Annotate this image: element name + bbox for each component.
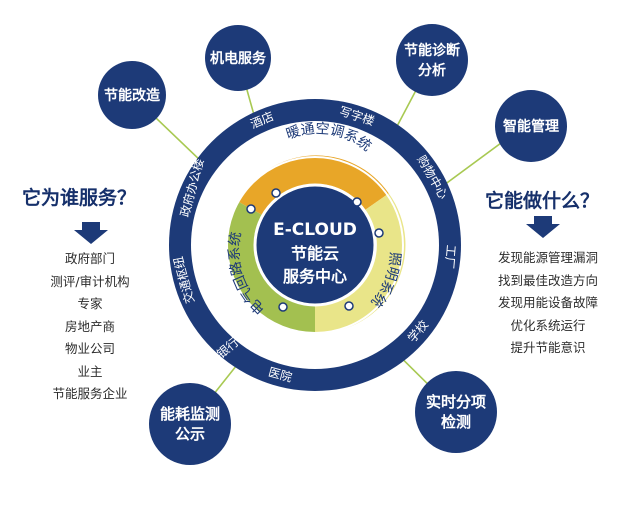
outer-label-4: 医院 — [267, 365, 294, 385]
left-panel-item: 专家 — [77, 296, 103, 311]
outer-label-2: 工厂 — [442, 244, 458, 269]
left-down-arrow — [74, 222, 108, 244]
right-panel-list: 发现能源管理漏洞找到最佳改造方向发现用能设备故障优化系统运行提升节能意识 — [478, 247, 618, 360]
svg-text:实时分项检测: 实时分项检测 — [426, 393, 486, 431]
segment-power — [227, 201, 315, 333]
left-panel-list: 政府部门测评/审计机构专家房地产商物业公司业主节能服务企业 — [20, 248, 160, 406]
satellite-monitoring: 能耗监测公示 — [149, 383, 231, 465]
connector-dots — [246, 188, 384, 312]
dot-diagnosis — [352, 197, 362, 207]
left-panel-item: 测评/审计机构 — [50, 273, 130, 289]
satellite-retrofit: 节能改造 — [98, 61, 166, 129]
left-panel-item: 政府部门 — [64, 251, 115, 266]
svg-text:智能管理: 智能管理 — [502, 118, 559, 135]
inner-ring-border — [226, 156, 404, 334]
svg-text:机电服务: 机电服务 — [210, 50, 267, 67]
left-panel-item: 物业公司 — [64, 341, 115, 356]
svg-text:节能诊断分析: 节能诊断分析 — [404, 42, 460, 79]
center-title: E-CLOUD — [273, 220, 357, 240]
center-circle — [253, 183, 377, 307]
right-panel-item: 优化系统运行 — [510, 317, 586, 333]
right-down-arrow — [526, 216, 560, 238]
dot-monitoring — [278, 302, 288, 312]
dot-smart — [374, 228, 384, 238]
left-panel-item: 节能服务企业 — [52, 386, 128, 401]
svg-text:能耗监测公示: 能耗监测公示 — [160, 405, 220, 443]
right-panel-item: 发现能源管理漏洞 — [497, 250, 598, 265]
left-panel-title: 它为谁服务？ — [22, 187, 137, 209]
right-panel-title: 它能做什么？ — [485, 190, 600, 212]
left-panel-item: 业主 — [77, 363, 103, 379]
dot-retrofit — [246, 204, 256, 214]
right-panel-item: 找到最佳改造方向 — [497, 272, 598, 288]
right-panel-item: 发现用能设备故障 — [497, 295, 598, 310]
satellite-realtime: 实时分项检测 — [415, 371, 497, 453]
segment-lighting — [315, 193, 406, 334]
dot-realtime — [344, 301, 354, 311]
center-subtitle-1: 节能云 — [291, 244, 339, 263]
dot-mechanical — [271, 188, 281, 198]
svg-text:节能改造: 节能改造 — [104, 87, 160, 104]
segment-hvac — [238, 155, 389, 216]
satellite-diagnosis: 节能诊断分析 — [396, 24, 468, 96]
left-panel-item: 房地产商 — [64, 318, 115, 334]
center-subtitle-2: 服务中心 — [283, 267, 347, 286]
right-panel-item: 提升节能意识 — [510, 340, 586, 355]
satellite-smart: 智能管理 — [495, 90, 567, 162]
satellite-mechanical: 机电服务 — [205, 25, 271, 91]
